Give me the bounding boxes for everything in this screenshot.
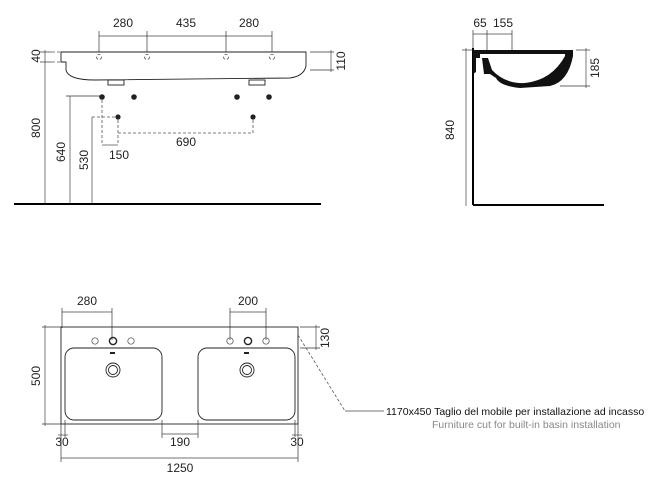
plan-dim-280: 280 <box>77 294 97 308</box>
left-drain <box>105 362 121 378</box>
cut-note-it: 1170x450 Taglio del mobile per installaz… <box>386 406 644 418</box>
cut-note-en: Furniture cut for built-in basin install… <box>432 419 621 431</box>
front-dim-left: 280 <box>113 16 133 30</box>
left-bowl <box>64 347 163 421</box>
front-dim-rim: 40 <box>29 49 43 63</box>
plan-dim-500: 500 <box>29 366 43 386</box>
front-dim-center: 435 <box>176 16 196 30</box>
plan-dim-190: 190 <box>170 435 190 449</box>
side-dim-840: 840 <box>443 120 457 140</box>
plan-dim-30-right: 30 <box>290 435 304 449</box>
water-fittings <box>99 94 272 120</box>
plan-dim-200: 200 <box>238 294 258 308</box>
basin-front-outline <box>60 51 307 81</box>
plan-dim-130: 130 <box>318 328 332 348</box>
front-view: 280 435 280 40 800 640 530 <box>14 16 348 205</box>
side-dim-65: 65 <box>473 16 487 30</box>
basin-plan-outline <box>60 326 299 425</box>
front-dim-690: 690 <box>176 135 196 149</box>
plan-dim-1250: 1250 <box>167 461 194 475</box>
right-drain <box>239 362 255 378</box>
plan-dim-30-left: 30 <box>55 435 69 449</box>
right-bowl <box>197 347 296 421</box>
front-dim-110: 110 <box>334 51 348 70</box>
front-dim-height-800: 800 <box>29 118 43 138</box>
side-dim-185: 185 <box>588 58 602 78</box>
front-dim-150: 150 <box>109 148 129 162</box>
front-dim-height-530: 530 <box>77 150 91 170</box>
plan-view: 280 200 130 500 <box>29 294 644 475</box>
side-view: 65 155 185 840 <box>443 16 604 206</box>
side-dim-155: 155 <box>493 16 513 30</box>
front-dim-right: 280 <box>239 16 259 30</box>
front-dim-height-640: 640 <box>54 142 68 162</box>
